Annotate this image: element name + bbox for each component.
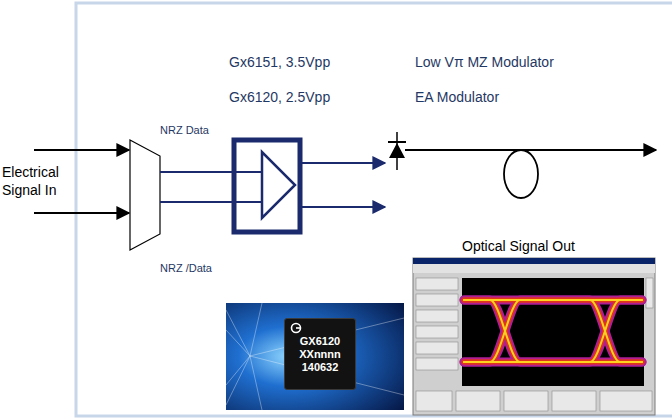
data-wire [160,171,262,173]
chip-marking: GX6120 XXnnnn 140632 [291,335,349,374]
optical-output-arrow [405,149,656,151]
amplifier-symbol [262,152,295,218]
label: Electrical Signal In [2,163,68,199]
label: Optical Signal Out [462,237,575,255]
logo-icon [290,322,302,334]
driver-box [234,140,300,232]
label: Low Vπ MZ Modulator [415,53,554,71]
input-arrow [34,212,129,214]
fiber-loop [504,150,538,198]
mux-symbol [130,140,160,250]
label: Gx6151, 3.5Vpp [229,53,330,71]
label: NRZ Data [160,123,209,137]
label: Gx6120, 2.5Vpp [229,88,330,106]
chip-photo [226,303,404,410]
output-arrow [300,162,385,164]
output-arrow [300,206,385,208]
chip-package: GX6120 XXnnnn 140632 [284,318,356,390]
data-wire [160,201,262,203]
oscilloscope-screenshot [413,258,655,415]
label: NRZ /Data [160,261,212,275]
input-arrow [34,149,129,151]
diode-symbol [388,132,406,170]
label: EA Modulator [415,88,499,106]
frame [76,3,672,416]
